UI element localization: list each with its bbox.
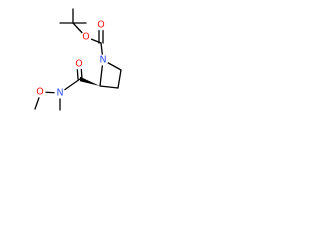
bond-ring-c3-to-c2 [99,85,119,89]
stereo-wedge-bond [80,76,100,86]
azetidine-nitrogen-atom: N [97,54,109,66]
bond-ring-c4-to-c3 [117,69,122,89]
azetidine-nitrogen-label: N [99,55,106,66]
carbamate-carbonyl-oxygen-label: O [97,20,104,31]
amide-carbonyl-oxygen-atom: O [73,58,85,70]
methoxy-oxygen-atom: O [34,86,46,98]
methoxy-oxygen-label: O [36,87,43,98]
amide-nitrogen-label: N [56,88,63,99]
amide-nitrogen-atom: N [54,87,66,99]
carbamate-ether-oxygen-label: O [82,32,89,43]
carbamate-ether-oxygen-atom: O [80,31,92,43]
chemical-structure: O O N O N O [34,8,122,111]
carbamate-carbonyl-oxygen-atom: O [95,19,107,31]
amide-carbonyl-oxygen-label: O [75,59,82,70]
